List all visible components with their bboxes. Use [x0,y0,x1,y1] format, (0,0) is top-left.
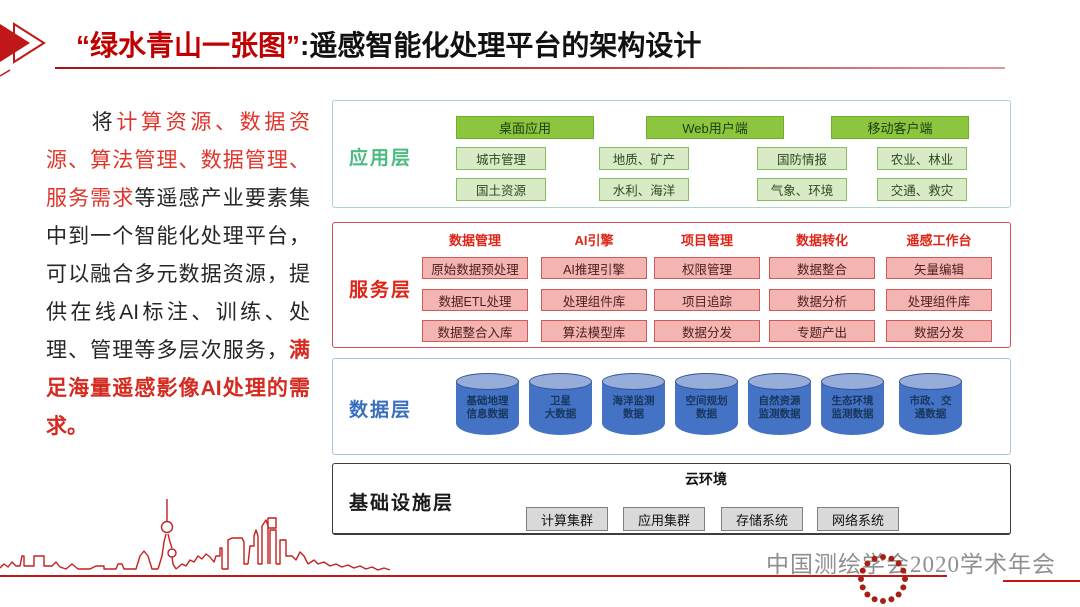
cylinder-top-icon [602,373,665,390]
service-item: 矢量编辑 [886,257,992,279]
cloud-env-label: 云环境 [685,471,727,487]
infrastructure-layer-panel: 基础设施层 云环境 计算集群 应用集群 存储系统 网络系统 [332,463,1011,535]
intro-seg4-red-bold: 满足海量遥感影像AI处理的需求。 [46,339,310,438]
data-cylinder: 海洋监测数据 [602,373,665,443]
app-tab-web: Web用户端 [646,116,784,139]
layer-label-application: 应用层 [349,148,413,169]
service-item: 数据整合 [769,257,875,279]
infra-item: 计算集群 [526,507,608,531]
data-layer-panel: 数据层 基础地理信息数据 卫星大数据 海洋监测数据 空间规划数据 自然资源监测数… [332,358,1011,455]
cylinder-top-icon [899,373,962,390]
app-cell: 城市管理 [456,147,546,170]
service-item: 算法模型库 [541,320,647,342]
service-column-header: AI引擎 [574,233,614,248]
data-cylinder: 生态环境监测数据 [821,373,884,443]
app-tab-desktop: 桌面应用 [456,116,594,139]
service-item: 权限管理 [654,257,760,279]
bottom-red-rule [0,575,947,577]
service-item: 数据分析 [769,289,875,311]
service-column-header: 数据转化 [795,233,848,248]
title-arrow-icon [0,22,46,77]
cylinder-top-icon [675,373,738,390]
data-cylinder: 市政、交通数据 [899,373,962,443]
bottom-red-rule-right [1003,580,1080,582]
city-skyline-graphic [0,499,391,571]
app-cell: 交通、救灾 [877,178,967,201]
service-item: 数据分发 [886,320,992,342]
service-item: 数据分发 [654,320,760,342]
service-column-header: 数据管理 [448,233,501,248]
service-column-header: 遥感工作台 [906,233,972,248]
service-item: 专题产出 [769,320,875,342]
title-colon: : [300,30,310,61]
data-cylinder: 基础地理信息数据 [456,373,519,443]
layer-label-data: 数据层 [349,400,413,421]
service-item: 处理组件库 [886,289,992,311]
data-cylinder: 空间规划数据 [675,373,738,443]
title-main-part: 遥感智能化处理平台的架构设计 [309,30,702,61]
layer-label-infrastructure: 基础设施层 [349,493,455,514]
service-layer-panel: 服务层 数据管理 AI引擎 项目管理 数据转化 遥感工作台 原始数据预处理 数据… [332,222,1011,348]
infra-item: 应用集群 [623,507,705,531]
infra-item: 存储系统 [721,507,803,531]
conference-footer: 中国测绘学会2020学术年会 [766,552,1056,577]
cylinder-top-icon [456,373,519,390]
app-tab-mobile: 移动客户端 [831,116,969,139]
service-item: 处理组件库 [541,289,647,311]
service-item: AI推理引擎 [541,257,647,279]
app-cell: 气象、环境 [757,178,847,201]
app-cell: 水利、海洋 [599,178,689,201]
cylinder-top-icon [748,373,811,390]
dotted-circle-decoration [858,554,908,604]
intro-paragraph: 将计算资源、数据资源、算法管理、数据管理、服务需求等遥感产业要素集中到一个智能化… [46,104,310,446]
service-column-header: 项目管理 [680,233,733,248]
app-cell: 国土资源 [456,178,546,201]
service-item: 原始数据预处理 [422,257,528,279]
layer-label-service: 服务层 [349,280,413,301]
service-item: 项目追踪 [654,289,760,311]
cylinder-top-icon [529,373,592,390]
intro-seg2-red: 计算资源、数据资源、算法管理、数据管理、服务需求 [46,111,311,210]
title-quoted-part: “绿水青山一张图” [76,30,301,61]
cylinder-top-icon [821,373,884,390]
app-cell: 农业、林业 [877,147,967,170]
title-underline [55,67,1005,69]
app-cell: 国防情报 [757,147,847,170]
application-layer-panel: 应用层 桌面应用 Web用户端 移动客户端 城市管理 地质、矿产 国防情报 农业… [332,100,1011,208]
intro-seg1: 将 [88,111,117,134]
intro-seg3: 等遥感产业要素集中到一个智能化处理平台，可以融合多元数据资源，提供在线AI标注、… [46,187,311,362]
data-cylinder: 自然资源监测数据 [748,373,811,443]
service-item: 数据整合入库 [422,320,528,342]
service-item: 数据ETL处理 [422,289,528,311]
app-cell: 地质、矿产 [599,147,689,170]
infra-item: 网络系统 [817,507,899,531]
data-cylinder: 卫星大数据 [529,373,592,443]
page-title: “绿水青山一张图”:遥感智能化处理平台的架构设计 [76,24,701,64]
